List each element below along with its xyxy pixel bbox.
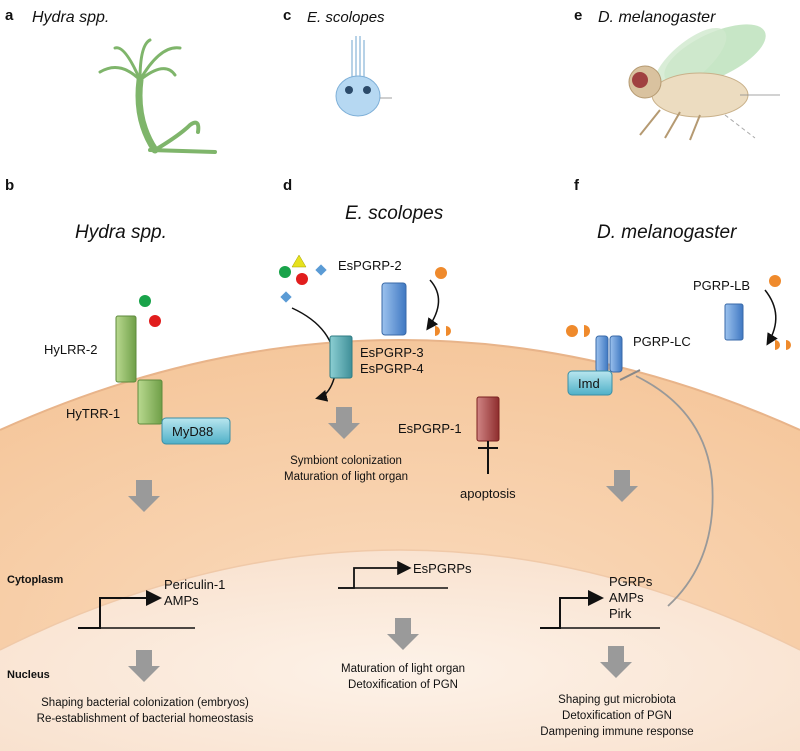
bacteria-green: [139, 295, 151, 307]
arrow-f-down-2: [600, 646, 632, 678]
panel-f-letter: f: [574, 177, 580, 194]
hylrr2-receptor: [115, 315, 137, 383]
fly-outcome-1: Shaping gut microbiota: [558, 694, 676, 706]
pgn-orange-d1: [435, 267, 447, 279]
gene-pirk: Pirk: [609, 606, 632, 621]
pgn-orange-f2: [566, 325, 578, 337]
panel-f-title: D. melanogaster: [597, 222, 737, 243]
fly-outcome-2: Detoxification of PGN: [562, 710, 672, 722]
squid-outcome-2: Detoxification of PGN: [348, 679, 458, 691]
espgrp3-label: EsPGRP-3: [360, 345, 424, 360]
hydra-outcome-1: Shaping bacterial colonization (embryos): [41, 697, 249, 709]
panel-d-title: E. scolopes: [345, 203, 444, 224]
myd88-adaptor: [161, 417, 231, 445]
gene-amps-hydra: AMPs: [164, 593, 199, 608]
gene-amps-fly: AMPs: [609, 590, 644, 605]
squid-illustration: [335, 36, 392, 117]
hytrr1-label: HyTRR-1: [66, 406, 120, 421]
cytoplasm-label: Cytoplasm: [7, 574, 63, 586]
hydra-illustration: [98, 38, 217, 154]
espgrp4-label: EsPGRP-4: [360, 361, 424, 376]
pgrplc-label: PGRP-LC: [633, 334, 691, 349]
espgrp1-label: EsPGRP-1: [398, 421, 462, 436]
pgrplb-protein: [724, 303, 744, 341]
gene-espgrps: EsPGRPs: [413, 561, 472, 576]
pgn-fragment-f3: [584, 325, 590, 337]
imd-label: Imd: [578, 376, 600, 391]
pgrplc-subunit-2: [609, 335, 623, 373]
panel-c-organism: E. scolopes: [307, 9, 385, 26]
pgn-fragment-d1: [435, 326, 440, 336]
panel-e-organism: D. melanogaster: [598, 9, 716, 26]
pirk-feedback-line: [635, 375, 714, 607]
pirk-inhibition-bar: [619, 369, 641, 381]
arrow-espgrp2: [426, 279, 440, 331]
espgrp2-label: EsPGRP-2: [338, 258, 402, 273]
bacteria-red: [149, 315, 161, 327]
myd88-label: MyD88: [172, 424, 213, 439]
squid-surface-outcome-1: Symbiont colonization: [290, 455, 402, 467]
pgn-fragment-f1: [775, 340, 780, 350]
squid-outcome-1: Maturation of light organ: [341, 663, 465, 675]
espgrp1-protein: [476, 396, 500, 442]
panel-a-organism: Hydra spp.: [32, 9, 109, 26]
fly-outcome-3: Dampening immune response: [540, 726, 693, 738]
bacteria-triangle: [291, 254, 307, 268]
gene-pgrps: PGRPs: [609, 574, 653, 589]
arrow-d-down-2: [387, 618, 419, 650]
imd-adaptor: [567, 370, 613, 396]
arrow-d-down-1: [328, 407, 360, 439]
bacteria-green-d: [279, 266, 291, 278]
panel-c-letter: c: [283, 7, 291, 24]
cell-membrane: [0, 339, 800, 431]
panel-b-letter: b: [5, 177, 14, 194]
bacteria-diamond-2: [280, 291, 292, 303]
hytrr1-receptor: [137, 379, 163, 425]
squid-surface-outcome-2: Maturation of light organ: [284, 471, 408, 483]
panel-a-letter: a: [5, 7, 14, 24]
gene-periculin: Periculin-1: [164, 577, 225, 592]
arrow-b-down-1: [128, 480, 160, 512]
hydra-outcome-2: Re-establishment of bacterial homeostasi…: [37, 713, 254, 725]
pgrplb-label: PGRP-LB: [693, 278, 750, 293]
espgrp2-protein: [381, 282, 407, 336]
arrow-f-down-1: [606, 470, 638, 502]
espgrp3-4-protein: [329, 335, 353, 379]
apoptosis-label: apoptosis: [460, 486, 516, 501]
bacteria-red-d: [296, 273, 308, 285]
arrow-b-down-2: [128, 650, 160, 682]
nuclear-envelope: [0, 549, 800, 651]
pgrplc-subunit-1: [595, 335, 609, 373]
hylrr2-label: HyLRR-2: [44, 342, 97, 357]
nucleus-label: Nucleus: [7, 669, 50, 681]
arrow-pgrplb: [764, 289, 778, 346]
bacteria-diamond-1: [315, 264, 327, 276]
pgn-fragment-f2: [786, 340, 791, 350]
pgn-fragment-d2: [446, 326, 451, 336]
panel-d-letter: d: [283, 177, 292, 194]
panel-e-letter: e: [574, 7, 582, 24]
fly-illustration: [628, 24, 780, 141]
pgn-orange-f1: [769, 275, 781, 287]
panel-b-title: Hydra spp.: [75, 222, 167, 243]
